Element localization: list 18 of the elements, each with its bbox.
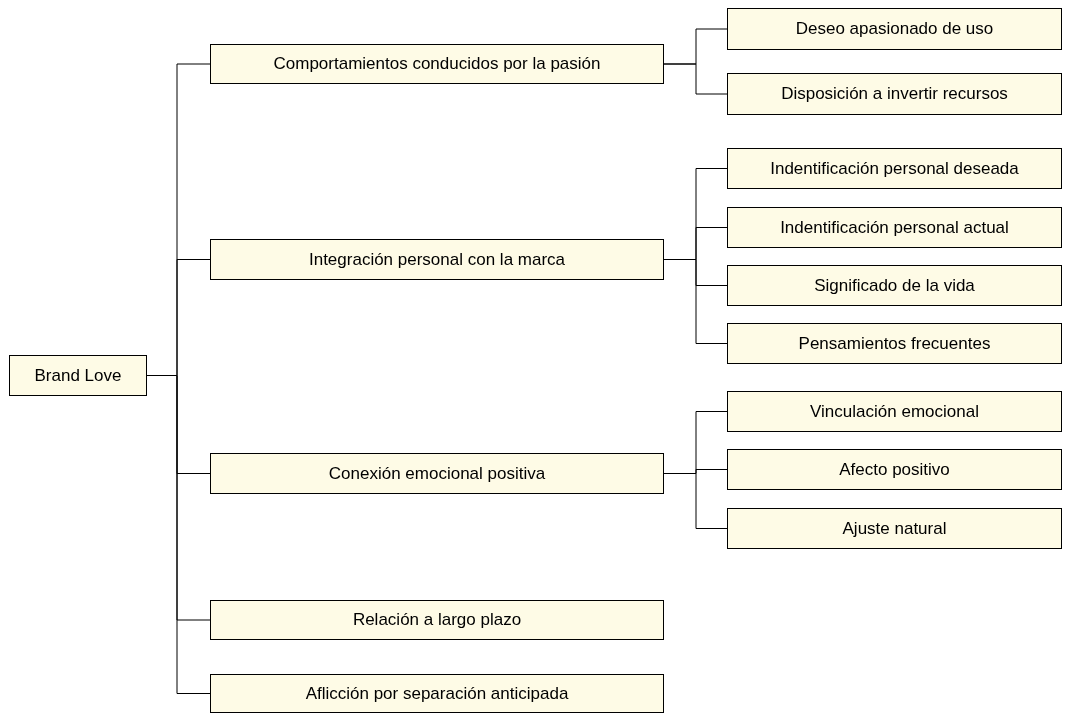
concept-box: Integración personal con la marca	[210, 239, 664, 280]
concept-box: Deseo apasionado de uso	[727, 8, 1062, 50]
concept-box: Brand Love	[9, 355, 147, 396]
connector-line	[663, 63, 728, 95]
concept-box: Vinculación emocional	[727, 391, 1062, 432]
concept-box: Comportamientos conducidos por la pasión	[210, 44, 664, 84]
concept-box: Afecto positivo	[727, 449, 1062, 490]
concept-box: Ajuste natural	[727, 508, 1062, 549]
concept-box: Disposición a invertir recursos	[727, 73, 1062, 115]
concept-box: Relación a largo plazo	[210, 600, 664, 640]
concept-box: Indentificación personal deseada	[727, 148, 1062, 189]
connector-line	[663, 259, 728, 344]
concept-box: Pensamientos frecuentes	[727, 323, 1062, 364]
concept-box: Conexión emocional positiva	[210, 453, 664, 494]
concept-box: Significado de la vida	[727, 265, 1062, 306]
connector-line	[663, 473, 728, 529]
concept-box: Aflicción por separación anticipada	[210, 674, 664, 713]
concept-box: Indentificación personal actual	[727, 207, 1062, 248]
